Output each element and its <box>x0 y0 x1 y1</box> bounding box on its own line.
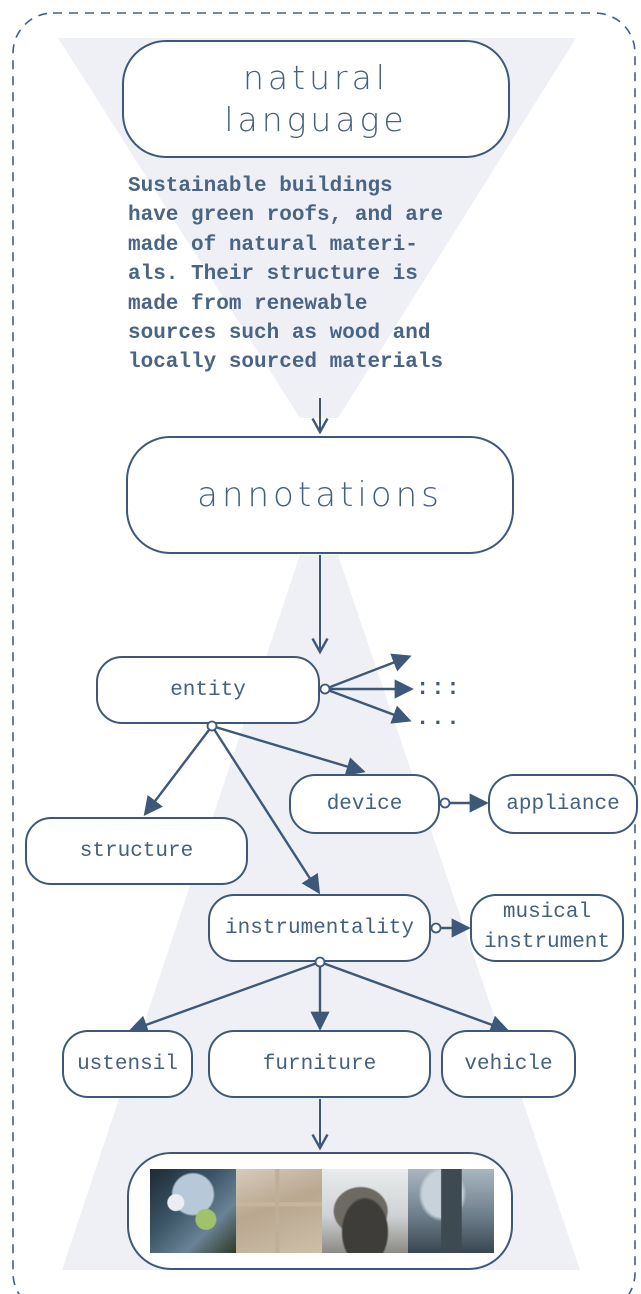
node-device-label: device <box>326 792 403 816</box>
node-furniture-label: furniture <box>262 1052 377 1076</box>
description-line: sources such as wood and <box>128 322 431 346</box>
annotations-label: annotations <box>197 475 443 515</box>
node-appliance-label: appliance <box>506 792 620 816</box>
arrow-entity-to-structure <box>143 725 213 817</box>
arrow-instrumentality-to-vehicle <box>319 960 510 1034</box>
node-musical-instrument-line-1: musical <box>502 901 592 924</box>
arrow-instrumentality-to-ustensil <box>128 960 321 1034</box>
more-ellipsis: ::: ... <box>416 674 462 734</box>
generated-images-box <box>127 1152 513 1270</box>
node-structure-label: structure <box>79 839 194 863</box>
description-line: made of natural materi- <box>128 233 418 257</box>
annotations-box: annotations <box>126 436 514 554</box>
description-line: locally sourced materials <box>128 351 444 375</box>
node-ustensil: ustensil <box>62 1030 193 1098</box>
node-instrumentality: instrumentality <box>208 894 431 962</box>
ellipsis-colons: ::: <box>416 676 462 701</box>
node-entity: entity <box>96 656 320 724</box>
ellipsis-dots: ... <box>416 706 462 731</box>
arrow-entity-up <box>324 653 412 691</box>
node-instrumentality-label: instrumentality <box>224 916 415 940</box>
node-ustensil-label: ustensil <box>77 1052 178 1076</box>
natural-language-description: Sustainable buildings have green roofs, … <box>128 172 528 378</box>
generated-image-4 <box>408 1169 494 1253</box>
node-appliance: appliance <box>488 774 638 834</box>
arrow-entity-down <box>324 687 412 724</box>
description-line: have green roofs, and are <box>128 204 444 228</box>
node-device: device <box>289 774 440 834</box>
description-line: als. Their structure is <box>128 263 418 287</box>
generated-image-2 <box>236 1169 322 1253</box>
description-line: made from renewable <box>128 292 368 316</box>
natural-language-title-line-1: natural <box>243 58 389 97</box>
generated-image-1 <box>150 1169 236 1253</box>
natural-language-title-line-2: language <box>224 100 408 139</box>
node-vehicle: vehicle <box>441 1030 576 1098</box>
node-musical-instrument: musical instrument <box>470 894 624 962</box>
generated-image-3 <box>322 1169 408 1253</box>
arrow-entity-to-instrumentality <box>210 725 321 895</box>
node-musical-instrument-line-2: instrument <box>483 931 611 954</box>
natural-language-box: natural language <box>122 40 510 158</box>
description-line: Sustainable buildings <box>128 175 393 198</box>
generated-images-strip <box>150 1169 494 1253</box>
node-entity-label: entity <box>170 678 246 702</box>
arrow-entity-to-device <box>211 724 366 776</box>
node-furniture: furniture <box>208 1030 431 1098</box>
node-structure: structure <box>25 817 248 885</box>
node-vehicle-label: vehicle <box>464 1052 553 1076</box>
